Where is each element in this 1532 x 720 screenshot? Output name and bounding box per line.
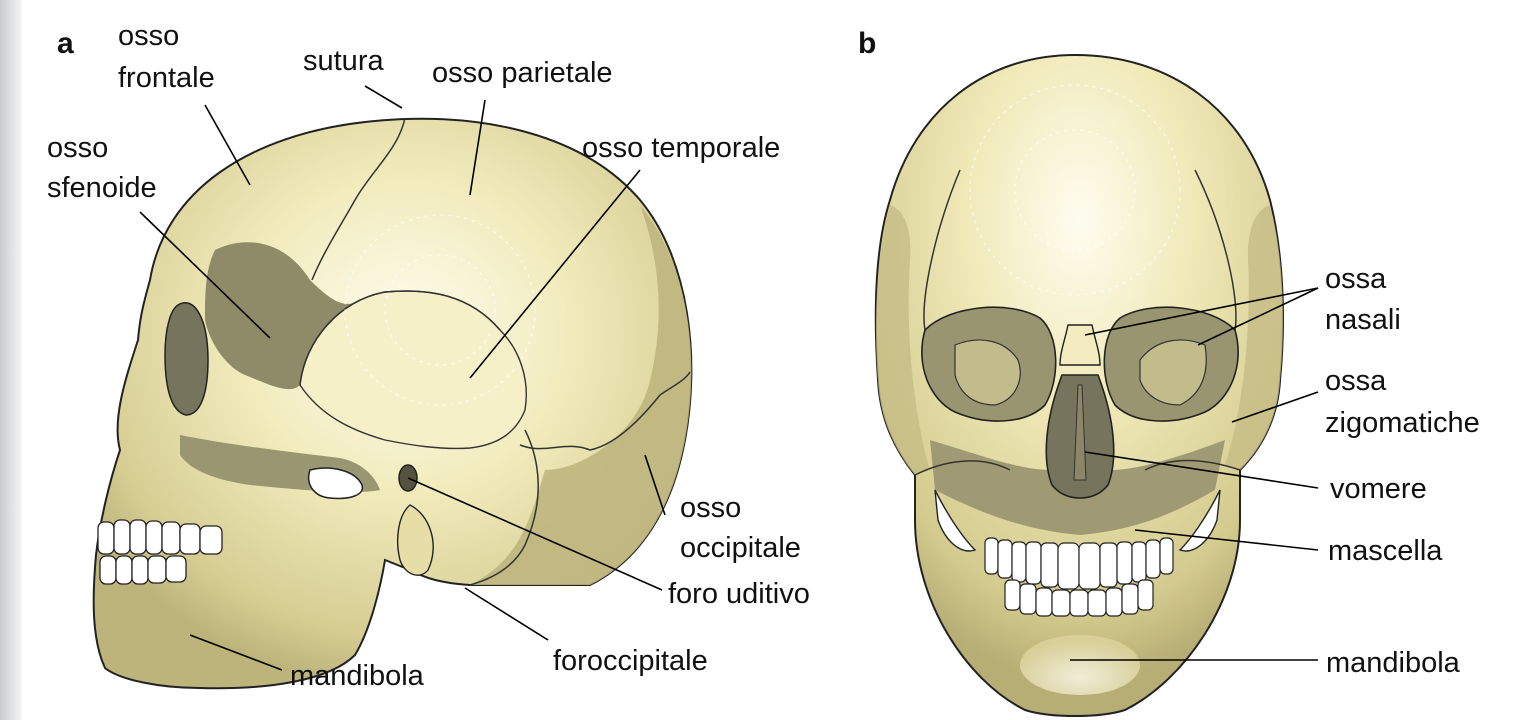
label-foro-uditivo: foro uditivo — [668, 578, 810, 610]
label-osso-occipitale-2: occipitale — [680, 532, 801, 564]
label-osso-sfenoide-1: osso — [47, 132, 108, 164]
panel-label-b: b — [858, 27, 876, 60]
label-osso-sfenoide-2: sfenoide — [47, 172, 157, 204]
frontal-skull — [876, 55, 1283, 716]
label-osso-occipitale-1: osso — [680, 492, 741, 524]
panel-label-a: a — [57, 27, 74, 60]
label-osso-temporale: osso temporale — [582, 132, 780, 164]
label-osso-frontale-2: frontale — [118, 62, 215, 94]
label-foroccipitale: foroccipitale — [553, 645, 708, 677]
label-mandibola-a: mandibola — [290, 660, 425, 692]
nasal-bones — [1060, 325, 1100, 365]
label-osso-parietale: osso parietale — [432, 57, 613, 89]
label-ossa-nasali-1: ossa — [1325, 263, 1387, 295]
label-ossa-zigomatiche-2: zigomatiche — [1325, 407, 1480, 439]
leader-sutura — [365, 86, 402, 108]
label-mandibola-b: mandibola — [1326, 647, 1461, 679]
label-vomere: vomere — [1330, 473, 1427, 505]
label-osso-frontale-1: osso — [118, 20, 179, 52]
label-ossa-nasali-2: nasali — [1325, 304, 1401, 336]
teeth-frontal — [985, 538, 1173, 616]
label-ossa-zigomatiche-1: ossa — [1325, 365, 1387, 397]
label-mascella: mascella — [1328, 535, 1443, 567]
eye-orbit-lateral — [165, 303, 208, 415]
chin-highlight — [1020, 635, 1140, 695]
leader-foroccipitale — [465, 588, 548, 640]
lateral-skull — [94, 118, 692, 688]
label-sutura: sutura — [303, 45, 384, 77]
